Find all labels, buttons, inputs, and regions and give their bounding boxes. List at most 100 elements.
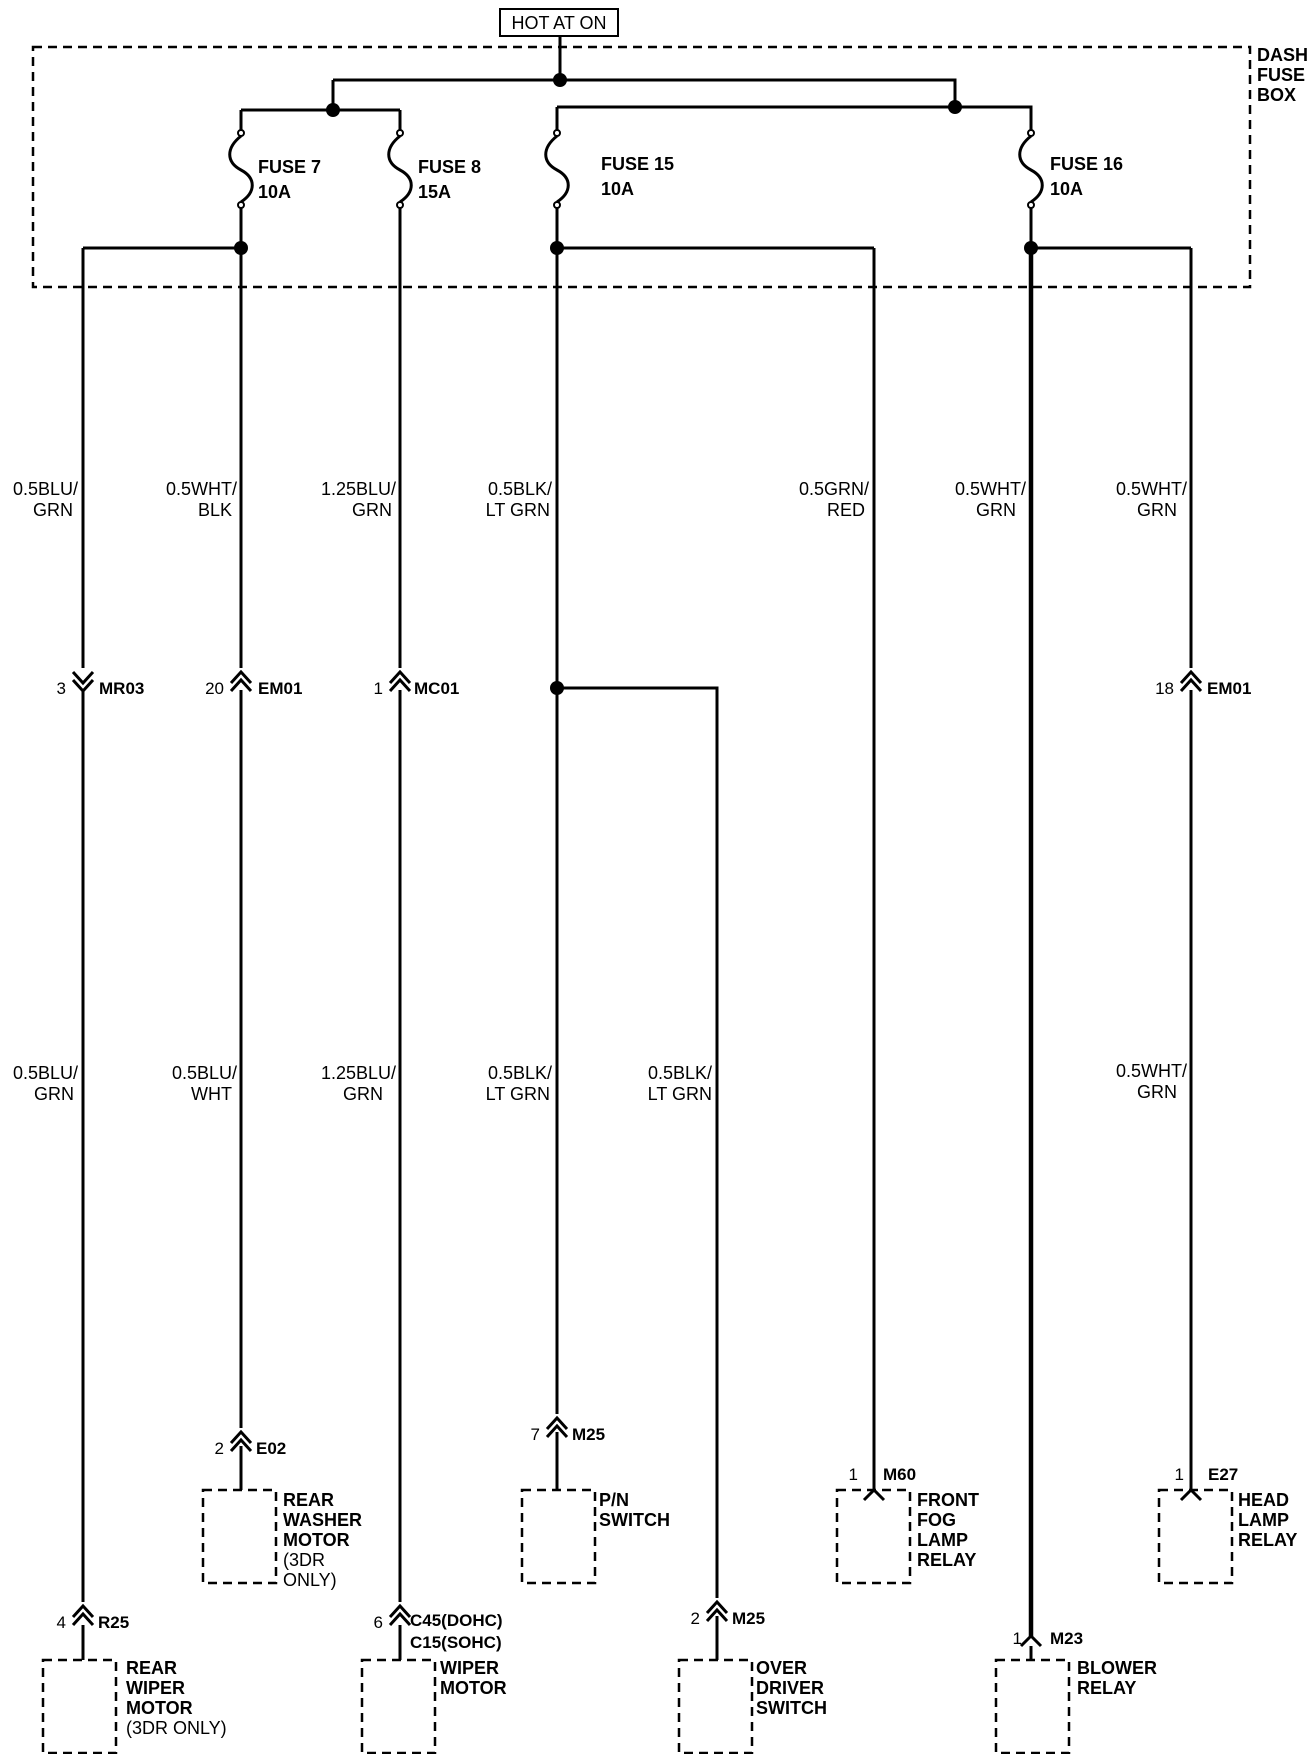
fuse-8-rating: 15A (418, 182, 451, 202)
front-fog-lamp-relay-connector: M60 (883, 1465, 916, 1484)
wire-label-lower-2a: 0.5BLU/ (172, 1063, 237, 1083)
front-fog-lamp-relay-label-4: RELAY (917, 1550, 976, 1570)
rear-washer-motor-pin: 2 (215, 1439, 224, 1458)
pn-switch-connector: M25 (572, 1425, 605, 1444)
wire-label-upper-3b: GRN (352, 500, 392, 520)
wire-label-upper-7a: 0.5WHT/ (1116, 479, 1187, 499)
wire-label-upper-2a: 0.5WHT/ (166, 479, 237, 499)
rear-wiper-motor-label-2: WIPER (126, 1678, 185, 1698)
wire-label-lower-5b: LT GRN (648, 1084, 712, 1104)
wire-label-lower-5a: 0.5BLK/ (648, 1063, 712, 1083)
over-driver-switch-connector: M25 (732, 1609, 765, 1628)
front-fog-lamp-relay-label-3: LAMP (917, 1530, 968, 1550)
splice-fuse-15-16 (948, 100, 962, 114)
wire-label-upper-4b: LT GRN (486, 500, 550, 520)
wire-label-lower-1b: GRN (34, 1084, 74, 1104)
component-pn-switch: 7 M25 P/N SWITCH (520, 1415, 670, 1585)
over-driver-switch-label-1: OVER (756, 1658, 807, 1678)
blower-relay-pin: 1 (1013, 1629, 1022, 1648)
connector-em01-right-name: EM01 (1207, 679, 1251, 698)
wire-label-upper-3a: 1.25BLU/ (321, 479, 396, 499)
fuse-7-rating: 10A (258, 182, 291, 202)
wire-label-upper-1a: 0.5BLU/ (13, 479, 78, 499)
fuse-15-rating: 10A (601, 179, 634, 199)
connector-mc01-pin: 1 (374, 679, 383, 698)
fuse-7-name: FUSE 7 (258, 157, 321, 177)
pn-switch-pin: 7 (531, 1425, 540, 1444)
connector-mr03-name: MR03 (99, 679, 144, 698)
rear-wiper-motor-pin: 4 (57, 1613, 66, 1632)
front-fog-lamp-relay-label-1: FRONT (917, 1490, 979, 1510)
front-fog-lamp-relay-pin: 1 (849, 1465, 858, 1484)
splice-fuse-15-branch (550, 681, 564, 695)
wire-label-upper-5b: RED (827, 500, 865, 520)
wire-label-upper-5a: 0.5GRN/ (799, 479, 869, 499)
wiper-motor-connector-2: C15(SOHC) (410, 1633, 502, 1652)
component-rear-wiper-motor: 4 R25 REAR WIPER MOTOR (3DR ONLY) (41, 1603, 227, 1754)
wiper-motor-label-2: MOTOR (440, 1678, 507, 1698)
head-lamp-relay-label-2: LAMP (1238, 1510, 1289, 1530)
fuse-16-name: FUSE 16 (1050, 154, 1123, 174)
wire-label-lower-4a: 0.5BLK/ (488, 1063, 552, 1083)
fuse-16: FUSE 16 10A (1018, 129, 1123, 248)
splice-fuse-7-8 (326, 103, 340, 117)
wire-label-upper-4a: 0.5BLK/ (488, 479, 552, 499)
rear-washer-motor-label-2: WASHER (283, 1510, 362, 1530)
connector-mc01-name: MC01 (414, 679, 459, 698)
wire-label-upper-6b: GRN (976, 500, 1016, 520)
connector-em01-left-pin: 20 (205, 679, 224, 698)
component-blower-relay: 1 M23 BLOWER RELAY (994, 1629, 1157, 1754)
dash-fuse-box (31, 45, 1252, 289)
wire-label-lower-3a: 1.25BLU/ (321, 1063, 396, 1083)
head-lamp-relay-label-3: RELAY (1238, 1530, 1297, 1550)
connector-em01-left: 20 EM01 (205, 669, 302, 698)
upper-wire-labels: 0.5BLU/ GRN 0.5WHT/ BLK 1.25BLU/ GRN 0.5… (13, 479, 1187, 520)
wire-label-lower-2b: WHT (191, 1084, 232, 1104)
fuse-box-label-3: BOX (1257, 85, 1296, 105)
fuse-15: FUSE 15 10A (544, 129, 674, 248)
component-rear-washer-motor: 2 E02 REAR WASHER MOTOR (3DR ONLY) (201, 1429, 362, 1590)
blower-relay-connector: M23 (1050, 1629, 1083, 1648)
head-lamp-relay-pin: 1 (1175, 1465, 1184, 1484)
fuse-8-name: FUSE 8 (418, 157, 481, 177)
lower-wire-labels: 0.5BLU/ GRN 0.5BLU/ WHT 1.25BLU/ GRN 0.5… (13, 1061, 1187, 1104)
blower-relay-label-2: RELAY (1077, 1678, 1136, 1698)
wiper-motor-label-1: WIPER (440, 1658, 499, 1678)
wire-label-lower-4b: LT GRN (486, 1084, 550, 1104)
connector-mr03: 3 MR03 (57, 670, 144, 698)
rear-wiper-motor-label-3: MOTOR (126, 1698, 193, 1718)
rear-washer-motor-connector: E02 (256, 1439, 286, 1458)
wiper-motor-connector-1: C45(DOHC) (410, 1611, 503, 1630)
wire-label-lower-1a: 0.5BLU/ (13, 1063, 78, 1083)
fuse-output-wiring (83, 241, 1191, 255)
fuse-15-name: FUSE 15 (601, 154, 674, 174)
bus-wiring (239, 36, 1033, 130)
connector-mr03-pin: 3 (57, 679, 66, 698)
splice-main (553, 73, 567, 87)
rear-wiper-motor-label-4: (3DR ONLY) (126, 1718, 227, 1738)
connector-em01-left-name: EM01 (258, 679, 302, 698)
component-wiper-motor: 6 C45(DOHC) C15(SOHC) WIPER MOTOR (360, 1603, 507, 1754)
rear-wiper-motor-label-1: REAR (126, 1658, 177, 1678)
wire-label-upper-7b: GRN (1137, 500, 1177, 520)
fuse-7: FUSE 7 10A (228, 129, 321, 248)
rear-washer-motor-label-4: (3DR (283, 1550, 325, 1570)
connector-em01-right: 18 EM01 (1155, 669, 1251, 698)
rear-washer-motor-label-3: MOTOR (283, 1530, 350, 1550)
rear-wiper-motor-connector: R25 (98, 1613, 129, 1632)
over-driver-switch-label-2: DRIVER (756, 1678, 824, 1698)
pn-switch-label-1: P/N (599, 1490, 629, 1510)
fuse-8: FUSE 8 15A (387, 129, 481, 248)
fuse-box-label-1: DASH (1257, 45, 1308, 65)
component-front-fog-lamp-relay: 1 M60 FRONT FOG LAMP RELAY (835, 1465, 979, 1585)
wire-label-lower-6b: GRN (1137, 1082, 1177, 1102)
over-driver-switch-label-3: SWITCH (756, 1698, 827, 1718)
rear-washer-motor-label-5: ONLY) (283, 1570, 337, 1590)
component-over-driver-switch: 2 M25 OVER DRIVER SWITCH (677, 1599, 827, 1754)
wire-label-upper-2b: BLK (198, 500, 232, 520)
connector-em01-right-pin: 18 (1155, 679, 1174, 698)
component-head-lamp-relay: 1 E27 HEAD LAMP RELAY (1157, 1465, 1297, 1585)
rear-washer-motor-label-1: REAR (283, 1490, 334, 1510)
pn-switch-label-2: SWITCH (599, 1510, 670, 1530)
